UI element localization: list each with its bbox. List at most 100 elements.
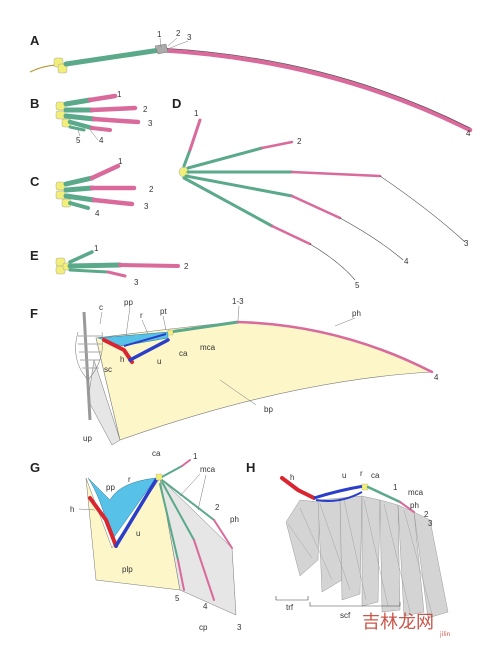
panel-letter-g: G <box>30 460 40 475</box>
label-e-1: 1 <box>94 244 99 253</box>
label-g-cp: cp <box>199 623 208 632</box>
panel-d: D 1 2 3 4 5 <box>172 96 469 290</box>
label-f-h: h <box>120 355 124 364</box>
forearm-stub <box>29 64 57 73</box>
scf-bracket <box>309 602 401 607</box>
label-g-4: 4 <box>203 602 208 611</box>
label-f-pt: pt <box>160 307 167 316</box>
ulna-h <box>313 484 365 500</box>
label-d-3: 3 <box>464 239 469 248</box>
label-b-2: 2 <box>143 105 148 114</box>
label-h-r: r <box>360 469 363 478</box>
panel-letter-d: D <box>172 96 181 111</box>
label-g-2: 2 <box>215 503 220 512</box>
label-a-4: 4 <box>466 129 471 138</box>
panel-a: A 1 2 3 4 <box>29 29 473 138</box>
label-d-5: 5 <box>355 281 360 290</box>
watermark-sub: jilin <box>439 631 451 638</box>
label-d-2: 2 <box>297 137 302 146</box>
label-g-1: 1 <box>193 452 198 461</box>
label-f-c: c <box>99 303 103 312</box>
label-g-ph: ph <box>230 515 239 524</box>
panel-g: G ca 1 mca pp r h u 2 ph plp 5 4 cp 3 <box>30 449 242 632</box>
humerus-h <box>280 476 316 500</box>
label-g-plp: plp <box>122 565 133 574</box>
label-f-ph: ph <box>352 309 361 318</box>
label-h-2: 2 <box>424 510 429 519</box>
radius-f <box>123 333 167 347</box>
label-h-trf: trf <box>286 603 294 612</box>
label-f-4: 4 <box>434 373 439 382</box>
panel-letter-e: E <box>30 248 39 263</box>
wing-phalanx-f <box>236 320 434 374</box>
label-a-2: 2 <box>176 29 181 38</box>
uropatagium <box>87 359 121 446</box>
body-skeleton-f <box>75 311 103 421</box>
label-h-3: 3 <box>428 519 433 528</box>
panel-letter-a: A <box>30 33 40 48</box>
label-c-1: 1 <box>118 157 123 166</box>
label-g-ca: ca <box>152 449 161 458</box>
panel-letter-f: F <box>30 306 38 321</box>
label-f-sc: sc <box>104 365 112 374</box>
label-h-ca: ca <box>371 471 380 480</box>
metacarpal-h <box>366 485 402 504</box>
label-g-mca: mca <box>200 465 216 474</box>
label-a-3: 3 <box>187 33 192 42</box>
propatagium-g <box>87 477 157 541</box>
label-f-1-3: 1-3 <box>232 297 244 306</box>
label-b-3: 3 <box>148 119 153 128</box>
panel-b: B 1 2 3 4 5 <box>30 90 153 145</box>
panel-e: E 1 2 3 <box>30 244 189 287</box>
label-g-u: u <box>136 529 140 538</box>
label-b-4: 4 <box>99 136 104 145</box>
metacarpal-a <box>63 47 163 67</box>
ulna-g <box>114 478 158 548</box>
label-h-u: u <box>342 471 346 480</box>
label-c-3: 3 <box>144 202 149 211</box>
label-c-2: 2 <box>149 185 154 194</box>
label-c-4: 4 <box>95 209 100 218</box>
label-h-scf: scf <box>340 611 351 620</box>
label-h-h: h <box>290 473 294 482</box>
watermark-text: 吉林龙网 <box>362 612 434 633</box>
metacarpal-f <box>168 320 240 334</box>
label-g-5: 5 <box>175 594 180 603</box>
label-f-pp: pp <box>124 298 133 307</box>
humerus-f <box>102 338 134 364</box>
label-f-u: u <box>157 357 161 366</box>
label-h-1: 1 <box>393 483 398 492</box>
humerus-g <box>88 496 118 548</box>
label-b-5: 5 <box>76 136 81 145</box>
label-d-1: 1 <box>194 109 199 118</box>
label-b-1: 1 <box>117 90 122 99</box>
panel-h: H h u r ca 1 mca ph 2 3 trf scf <box>246 460 449 620</box>
label-h-mca: mca <box>408 488 424 497</box>
wing-phalanx-a <box>157 47 473 133</box>
watermark: 吉林龙网 jilin <box>362 612 451 638</box>
panel-f: F c pp r pt 1-3 ph sc h u ca mca <box>30 297 439 446</box>
label-f-mca: mca <box>200 343 216 352</box>
label-h-ph: ph <box>410 501 419 510</box>
carpals-a <box>53 57 68 74</box>
label-e-2: 2 <box>184 262 189 271</box>
feathers <box>285 495 449 619</box>
label-a-1: 1 <box>157 30 162 39</box>
label-f-r: r <box>140 311 143 320</box>
panel-letter-h: H <box>246 460 255 475</box>
label-d-4: 4 <box>404 257 409 266</box>
label-g-r: r <box>128 475 131 484</box>
label-f-up: up <box>83 434 92 443</box>
ulna-f <box>128 338 170 362</box>
label-g-3: 3 <box>237 623 242 632</box>
panel-c: C 1 2 3 4 <box>30 157 154 218</box>
label-f-ca: ca <box>179 349 188 358</box>
label-g-h: h <box>70 505 74 514</box>
radius-h <box>315 491 363 502</box>
panel-letter-b: B <box>30 96 39 111</box>
small-digits-a <box>154 43 169 55</box>
trf-bracket <box>275 596 309 601</box>
label-g-pp: pp <box>106 483 115 492</box>
panel-letter-c: C <box>30 174 40 189</box>
